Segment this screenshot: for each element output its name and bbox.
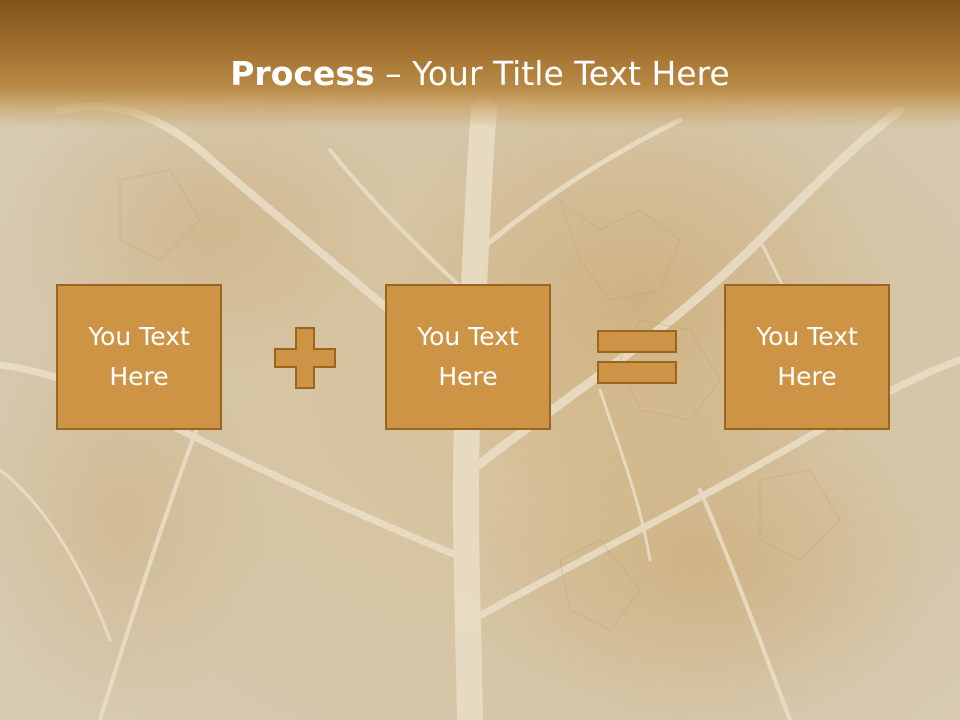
equals-icon bbox=[597, 330, 677, 384]
title-bar bbox=[0, 0, 960, 128]
process-box-2: You Text Here bbox=[385, 284, 551, 430]
title-bold-text: Process bbox=[230, 54, 375, 93]
process-box-1: You Text Here bbox=[56, 284, 222, 430]
title-rest-text: – Your Title Text Here bbox=[374, 54, 730, 93]
process-box-3: You Text Here bbox=[724, 284, 890, 430]
process-box-2-text: You Text Here bbox=[417, 322, 519, 391]
slide-title: Process – Your Title Text Here bbox=[0, 52, 960, 96]
plus-icon bbox=[274, 327, 336, 389]
process-box-1-text: You Text Here bbox=[88, 322, 190, 391]
process-box-3-text: You Text Here bbox=[756, 322, 858, 391]
